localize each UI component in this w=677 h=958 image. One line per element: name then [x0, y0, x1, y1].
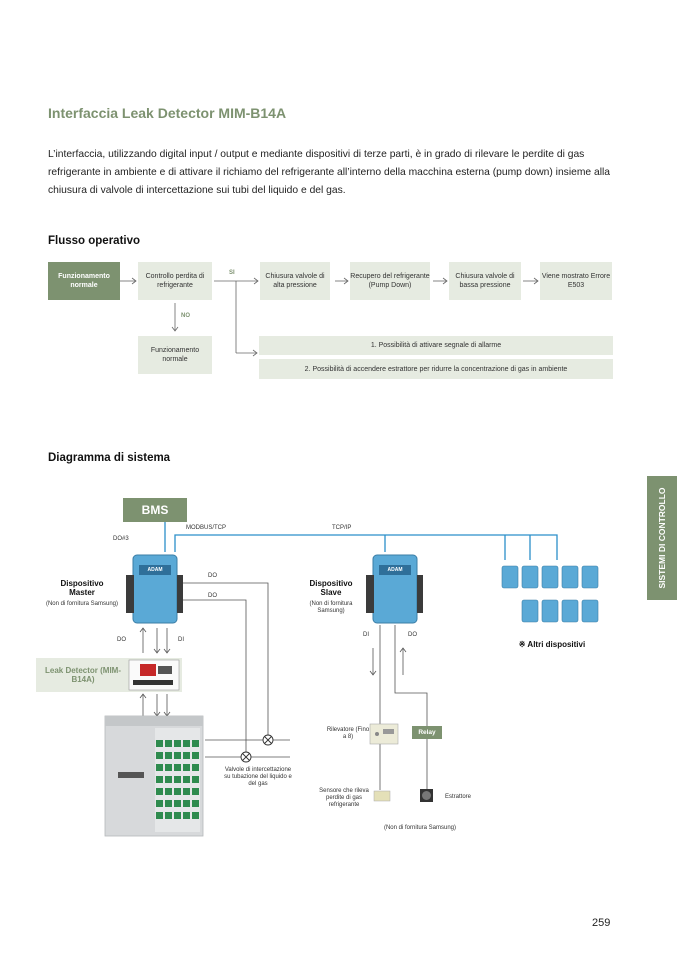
flow-start-box: Funzionamento normale: [48, 262, 120, 300]
flow-option-2: 2. Possibilità di accendere estrattore p…: [259, 359, 613, 379]
slave-di-label: DI: [363, 632, 369, 638]
bms-box: BMS: [123, 498, 187, 522]
sensor-label: Sensore che rileva perdite di gas refrig…: [319, 788, 369, 808]
flow-normal-box: Funzionamento normale: [138, 336, 212, 374]
flow-high-valve-box: Chiusura valvole di alta pressione: [260, 262, 330, 300]
flow-yes-label: SI: [229, 270, 235, 276]
extractor-label: Estrattore: [445, 794, 472, 800]
side-tab-label: SISTEMI DI CONTROLLO: [657, 487, 667, 589]
master-adam-logo: ADAM: [147, 567, 163, 573]
master-di-label: DI: [178, 637, 184, 643]
modbus-label: MODBUS/TCP: [186, 525, 227, 531]
flow-heading: Flusso operativo: [48, 235, 141, 247]
slave-note: (Non di fornitura Samsung): [309, 601, 353, 614]
slave-do-label: DO: [408, 632, 417, 638]
flow-check-box: Controllo perdita di refrigerante: [138, 262, 212, 300]
sensor-graphic: [373, 790, 391, 802]
flow-option-1: 1. Possibilità di attivare segnale di al…: [259, 336, 613, 355]
master-label: Dispositivo Master: [60, 579, 104, 597]
detector-device-graphic: [369, 723, 399, 745]
extractor-graphic: [420, 789, 433, 802]
flow-low-valve-box: Chiusura valvole di bassa pressione: [449, 262, 521, 300]
master-do-label-2: DO: [208, 593, 217, 599]
diagram-heading: Diagramma di sistema: [48, 452, 171, 464]
slave-label: Dispositivo Slave: [309, 579, 353, 597]
master-do-label-1: DO: [208, 573, 217, 579]
outdoor-unit-graphic: [104, 715, 204, 837]
detector-label: Rilevatore (Fino a 8): [326, 727, 370, 740]
leak-detector-board-graphic: [36, 658, 182, 692]
side-tab: SISTEMI DI CONTROLLO: [647, 476, 677, 600]
page-title: Interfaccia Leak Detector MIM-B14A: [48, 105, 287, 121]
slave-adam-logo: ADAM: [387, 567, 403, 573]
other-devices-label: ※ Altri dispositivi: [518, 640, 586, 649]
master-module-graphic: [126, 554, 183, 624]
slave-module-graphic: [366, 554, 423, 624]
master-note: (Non di fornitura Samsung): [45, 601, 119, 607]
page-number: 259: [592, 917, 611, 929]
flow-no-label: NO: [181, 313, 190, 319]
flow-error-box: Viene mostrato Errore E503: [540, 262, 612, 300]
relay-box: Relay: [412, 726, 442, 739]
bottom-note: (Non di fornitura Samsung): [383, 825, 457, 831]
valves-label: Valvole di intercettazione su tubazione …: [224, 767, 292, 787]
tcpip-label: TCP/IP: [332, 525, 352, 531]
leak-detector-label: Leak Detector (MIM-B14A): [44, 666, 121, 684]
flow-pump-down-box: Recupero del refrigerante (Pump Down): [350, 262, 430, 300]
intro-paragraph: L’interfaccia, utilizzando digital input…: [48, 149, 611, 196]
do3-label: DO#3: [113, 536, 129, 542]
master-do-label-3: DO: [117, 637, 126, 643]
